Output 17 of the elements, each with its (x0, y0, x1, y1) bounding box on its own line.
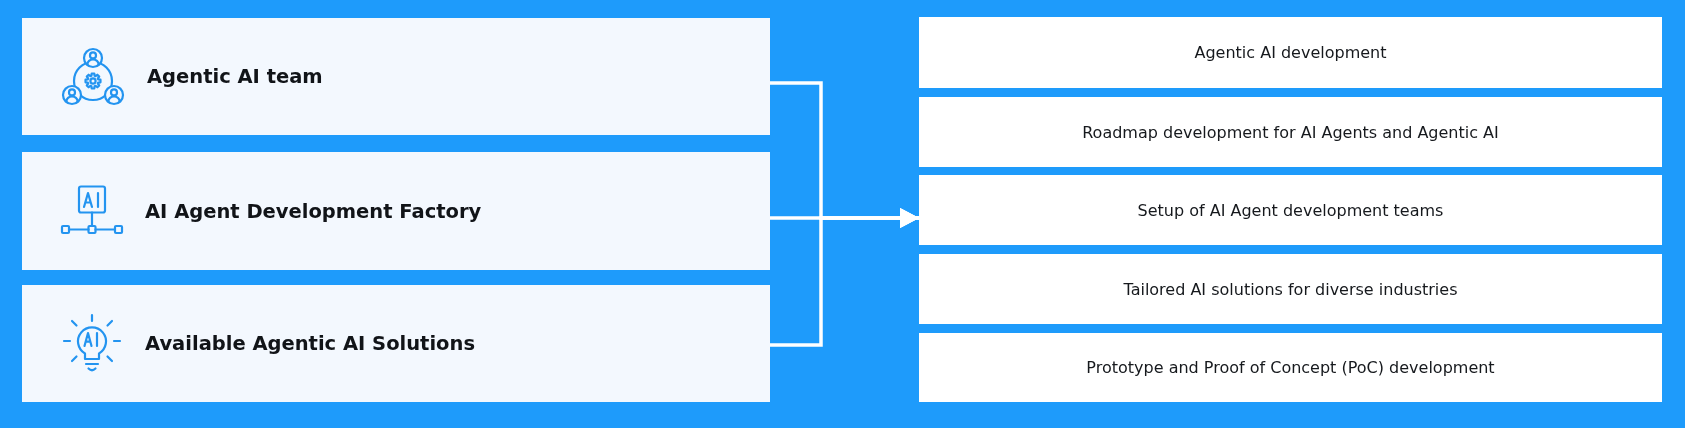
service-card (919, 97, 1662, 167)
service-label: Roadmap development for AI Agents and Agentic AI (1082, 122, 1499, 142)
service-label: Tailored AI solutions for diverse industries (1123, 279, 1458, 299)
service-label: Prototype and Proof of Concept (PoC) development (1086, 358, 1495, 377)
service-card (919, 333, 1662, 402)
category-card (22, 18, 770, 135)
category-title: Available Agentic AI Solutions (145, 332, 475, 355)
service-card (919, 254, 1662, 324)
service-label: Setup of AI Agent development teams (1137, 200, 1444, 220)
service-label: Agentic AI development (1194, 43, 1387, 62)
connector-arrow (770, 208, 919, 347)
service-card (919, 175, 1662, 245)
service-card (919, 17, 1662, 88)
category-title: AI Agent Development Factory (145, 199, 482, 223)
category-card (22, 285, 770, 402)
category-title: Agentic AI team (147, 65, 323, 88)
category-card (22, 152, 770, 270)
